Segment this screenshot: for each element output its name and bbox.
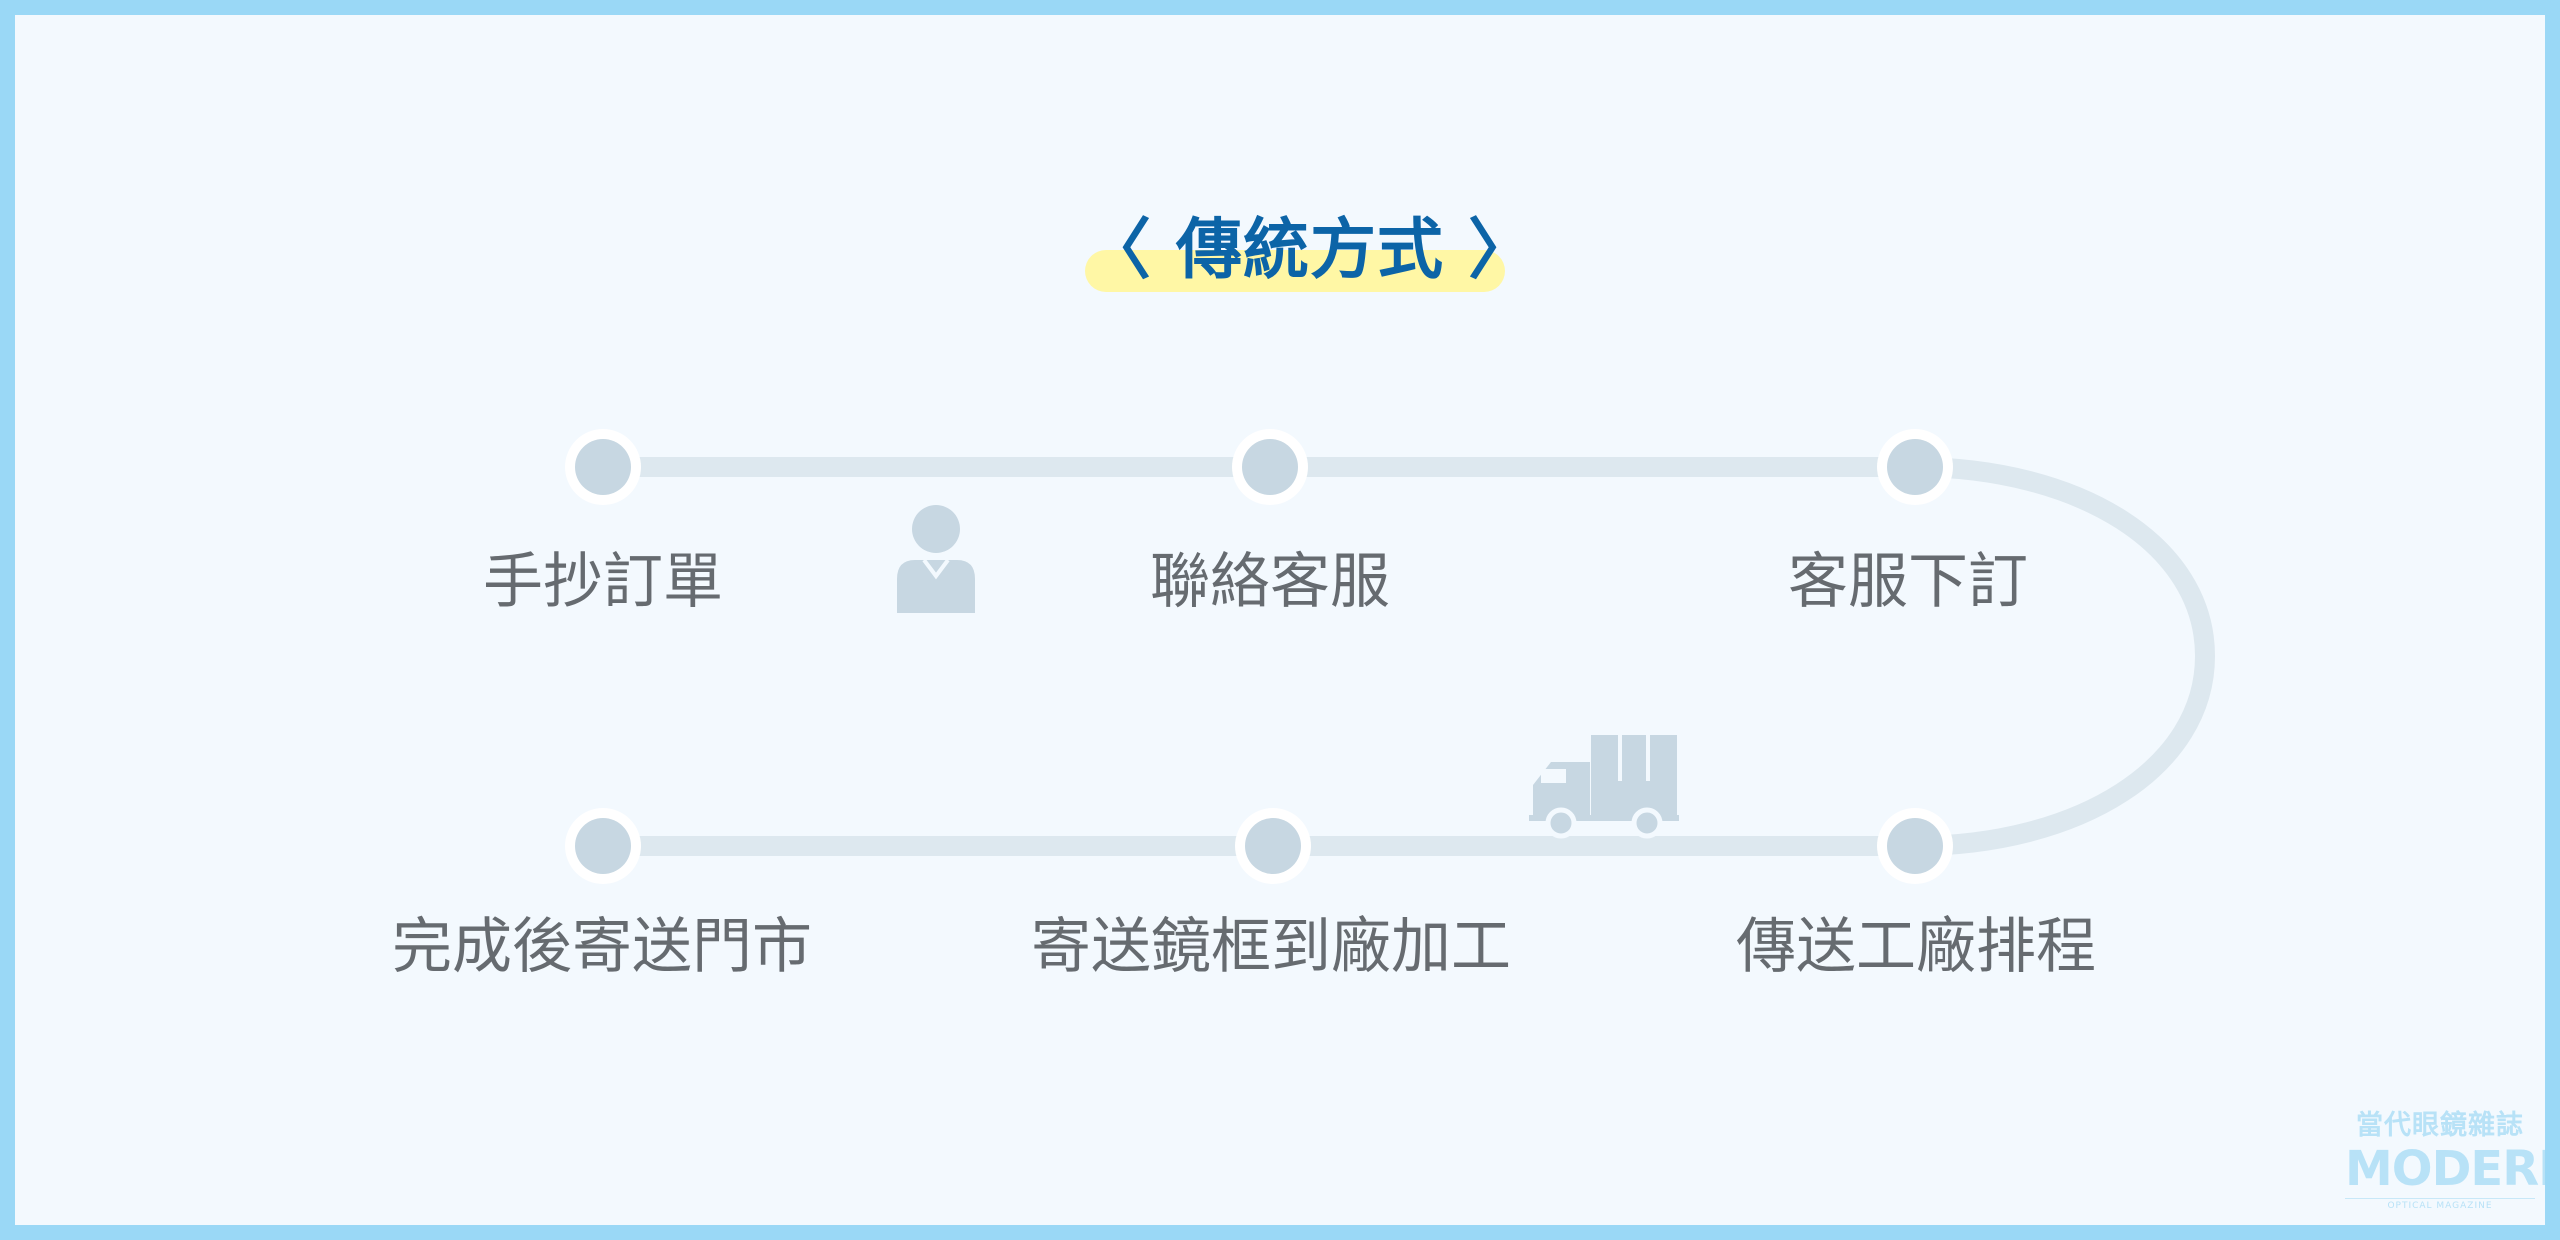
step-label-handwritten-order: 手抄訂單 [483, 547, 723, 617]
step-node-send-to-factory-schedule [1877, 808, 1953, 884]
track-curve [1903, 457, 2216, 856]
step-node-ship-to-store [565, 808, 641, 884]
delivery-truck-icon [1529, 735, 1679, 839]
watermark-subtitle: OPTICAL MAGAZINE [2387, 1201, 2493, 1211]
step-node-customer-service-order [1877, 429, 1953, 505]
watermark-english-title: MODERN [2345, 1141, 2560, 1197]
step-node-ship-frame-to-factory [1235, 808, 1311, 884]
page-title: 〈 傳統方式 〉 [1085, 211, 1535, 288]
person-icon [897, 505, 975, 613]
step-node-handwritten-order [565, 429, 641, 505]
step-label-ship-frame-to-factory: 寄送鏡框到廠加工 [1031, 912, 1511, 982]
watermark-divider [2345, 1198, 2535, 1199]
magazine-watermark: 當代眼鏡雜誌 MODERN OPTICAL MAGAZINE [2345, 1110, 2560, 1211]
title-highlight [1085, 250, 1505, 292]
step-label-ship-to-store: 完成後寄送門市 [392, 912, 812, 982]
watermark-chinese-title: 當代眼鏡雜誌 [2356, 1110, 2524, 1141]
step-label-contact-customer-service: 聯絡客服 [1150, 547, 1390, 617]
process-diagram [565, 429, 2216, 884]
step-label-send-to-factory-schedule: 傳送工廠排程 [1736, 912, 2096, 982]
title-block: 〈 傳統方式 〉 [1085, 205, 1535, 295]
step-label-customer-service-order: 客服下訂 [1788, 547, 2028, 617]
step-node-contact-customer-service [1232, 429, 1308, 505]
